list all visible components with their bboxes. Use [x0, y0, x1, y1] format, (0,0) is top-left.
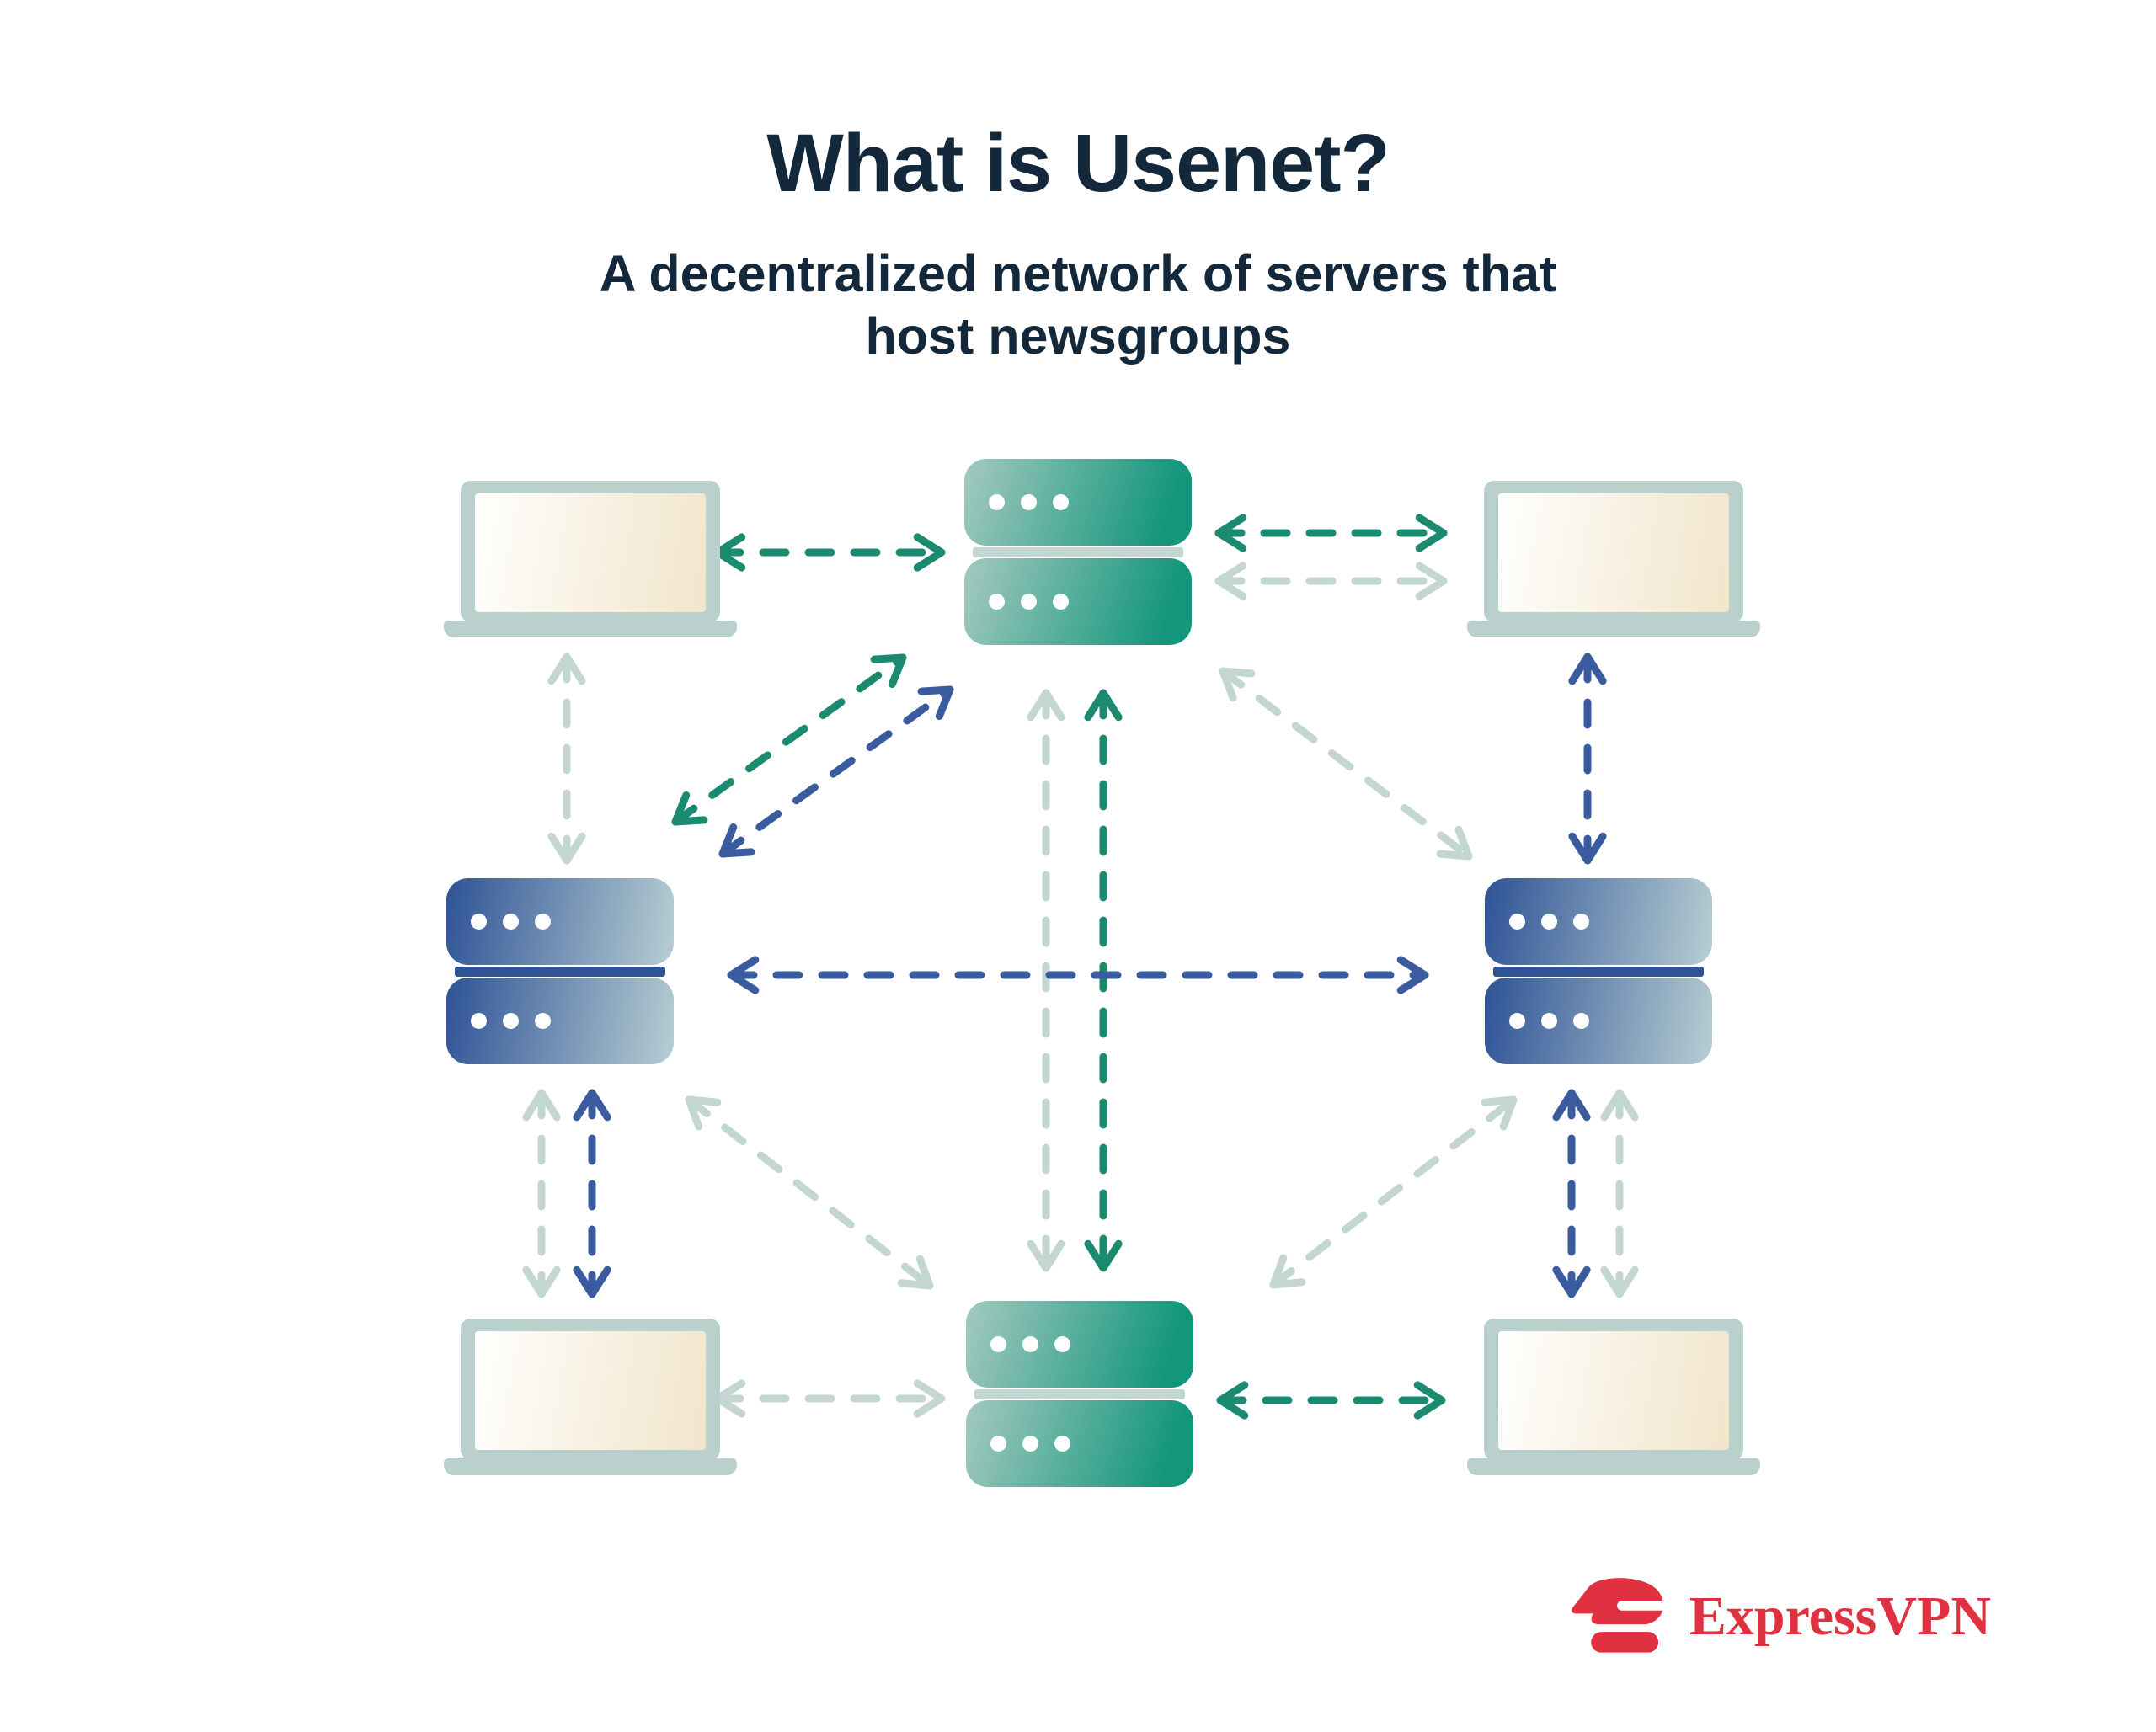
arrow-server-bottom--laptop-bottom-right [1216, 1381, 1446, 1420]
server-unit [446, 978, 674, 1064]
server-unit [966, 1400, 1193, 1487]
server-led-dot [471, 1013, 487, 1029]
laptop-icon-bottom-right [1467, 1319, 1760, 1475]
arrow-server-right--laptop-bottom-right [1552, 1089, 1591, 1298]
server-icon-top [964, 459, 1192, 647]
arrow-server-top--laptop-top-right [1214, 514, 1448, 552]
server-led-dot [990, 1336, 1006, 1352]
server-led-dot [1573, 914, 1589, 930]
server-led-dot [1541, 914, 1557, 930]
server-led-dot [1054, 1436, 1070, 1452]
server-unit [446, 878, 674, 965]
server-led-dot [1573, 1013, 1589, 1029]
laptop-body [461, 481, 720, 622]
arrow-server-bottom--server-right [1269, 1095, 1518, 1289]
subtitle-line-2: host newsgroups [865, 307, 1291, 365]
server-led-dot [1022, 1336, 1038, 1352]
server-unit [1485, 878, 1712, 965]
arrow-server-left--server-top [671, 653, 907, 826]
arrow-server-left--server-bottom [685, 1095, 934, 1290]
arrow-laptop-top-left--server-left [547, 653, 586, 865]
arrow-server-left--server-top [718, 685, 954, 858]
expressvpn-logo-icon [1572, 1578, 1668, 1653]
server-icon-right [1485, 878, 1712, 1066]
brand-wordmark: ExpressVPN [1689, 1585, 1991, 1647]
server-divider [1493, 967, 1704, 977]
arrow-laptop-top-left--server-top [713, 533, 946, 572]
server-unit [964, 459, 1192, 546]
server-led-dot [1022, 1436, 1038, 1452]
laptop-base [444, 621, 737, 637]
laptop-screen [475, 493, 706, 612]
laptop-base [1467, 1458, 1760, 1475]
server-led-dot [503, 1013, 519, 1029]
laptop-base [1467, 621, 1760, 637]
server-led-dot [1509, 1013, 1525, 1029]
server-unit [964, 558, 1192, 645]
server-led-dot [1053, 494, 1069, 510]
arrow-server-top--server-right [1219, 667, 1473, 861]
server-led-dot [1021, 594, 1037, 610]
server-divider [455, 967, 665, 977]
server-icon-bottom [966, 1301, 1193, 1489]
laptop-icon-bottom-left [444, 1319, 737, 1475]
server-led-dot [471, 914, 487, 930]
server-led-dot [1021, 494, 1037, 510]
arrow-server-left--laptop-bottom-left [522, 1089, 561, 1298]
laptop-body [461, 1319, 720, 1460]
laptop-screen [475, 1331, 706, 1450]
arrow-laptop-bottom-left--server-bottom [713, 1379, 946, 1418]
laptop-icon-top-right [1467, 481, 1760, 637]
subtitle-line-1: A decentralized network of servers that [599, 245, 1557, 302]
laptop-screen [1498, 493, 1729, 612]
laptop-body [1484, 481, 1743, 622]
server-led-dot [503, 914, 519, 930]
server-led-dot [990, 1436, 1006, 1452]
arrow-server-top--server-bottom [1084, 689, 1123, 1272]
laptop-icon-top-left [444, 481, 737, 637]
brand-lockup: ExpressVPN [1568, 1576, 1991, 1657]
arrow-server-right--laptop-bottom-right [1600, 1089, 1639, 1298]
server-divider [973, 547, 1183, 557]
server-unit [966, 1301, 1193, 1388]
server-icon-left [446, 878, 674, 1066]
server-unit [1485, 978, 1712, 1064]
arrow-server-top--laptop-top-right [1214, 562, 1448, 600]
server-led-dot [535, 1013, 551, 1029]
arrow-server-left--server-right [727, 956, 1429, 994]
server-divider [974, 1389, 1185, 1399]
server-led-dot [1509, 914, 1525, 930]
laptop-base [444, 1458, 737, 1475]
server-led-dot [989, 494, 1005, 510]
page-title: What is Usenet? [766, 117, 1390, 209]
laptop-screen [1498, 1331, 1729, 1450]
server-led-dot [1053, 594, 1069, 610]
page-subtitle: A decentralized network of servers that … [0, 242, 2156, 368]
server-led-dot [1054, 1336, 1070, 1352]
server-led-dot [535, 914, 551, 930]
arrow-server-left--laptop-bottom-left [573, 1089, 611, 1298]
server-led-dot [1541, 1013, 1557, 1029]
server-led-dot [989, 594, 1005, 610]
arrow-server-top--server-bottom [1027, 689, 1065, 1272]
arrow-laptop-top-right--server-right [1568, 653, 1607, 865]
laptop-body [1484, 1319, 1743, 1460]
